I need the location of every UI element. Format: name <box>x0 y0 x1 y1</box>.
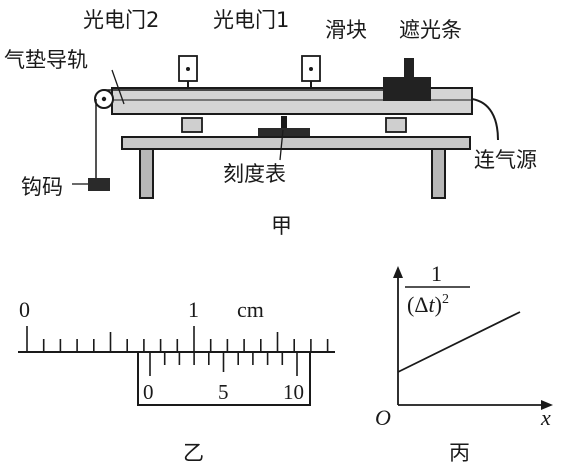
y-axis-arrow <box>393 266 403 278</box>
figure-c: 1 (Δt)2 x O 丙 <box>375 261 553 465</box>
label-slider: 滑块 <box>325 18 367 42</box>
vernier-label-0: 0 <box>143 380 154 404</box>
main-scale-one: 1 <box>188 297 199 322</box>
vernier-label-5: 5 <box>218 380 229 404</box>
origin-label: O <box>375 405 391 430</box>
y-label-numerator: 1 <box>431 261 442 286</box>
main-scale-unit: cm <box>237 297 264 322</box>
support-right <box>385 117 407 133</box>
label-hook-weight: 钩码 <box>21 175 63 199</box>
main-scale-zero: 0 <box>19 297 30 322</box>
x-axis-arrow <box>541 400 553 410</box>
slider-block <box>383 77 431 101</box>
label-air-track: 气垫导轨 <box>4 48 88 72</box>
label-air-source: 连气源 <box>474 148 537 172</box>
shade-strip <box>404 58 414 78</box>
y-label-denominator: (Δt)2 <box>407 292 449 317</box>
vernier-label-10: 10 <box>283 380 304 404</box>
scale-stand <box>281 116 287 130</box>
table-leg-right <box>431 148 446 199</box>
caption-a: 甲 <box>271 214 292 238</box>
caption-b: 乙 <box>183 441 204 465</box>
y-den-delta: Δ <box>414 292 428 317</box>
scale-base <box>258 128 310 136</box>
y-den-exp: 2 <box>442 292 449 307</box>
label-shade-strip: 遮光条 <box>399 18 462 42</box>
label-gate-1: 光电门1 <box>213 8 289 32</box>
table-leg-left <box>139 148 154 199</box>
data-line <box>397 311 521 373</box>
support-left <box>181 117 203 133</box>
label-scale: 刻度表 <box>223 162 286 186</box>
vernier-ticks <box>149 352 298 376</box>
x-axis-label: x <box>540 405 551 430</box>
main-scale-ticks <box>26 326 329 352</box>
hook-weight <box>88 178 110 191</box>
table-top <box>121 136 471 150</box>
y-den-open: ( <box>407 292 414 317</box>
figure-b: 0 1 cm 0 5 10 乙 <box>18 297 335 465</box>
leader-scale <box>279 129 284 161</box>
y-den-close: ) <box>435 292 442 317</box>
label-gate-2: 光电门2 <box>83 8 159 32</box>
caption-c: 丙 <box>449 441 470 465</box>
figure-a: 光电门2 光电门1 滑块 遮光条 气垫导轨 钩码 刻度表 连气源 甲 <box>4 8 537 238</box>
y-den-t: t <box>428 292 435 317</box>
leader-air-track <box>111 69 125 105</box>
air-hose <box>471 98 499 141</box>
